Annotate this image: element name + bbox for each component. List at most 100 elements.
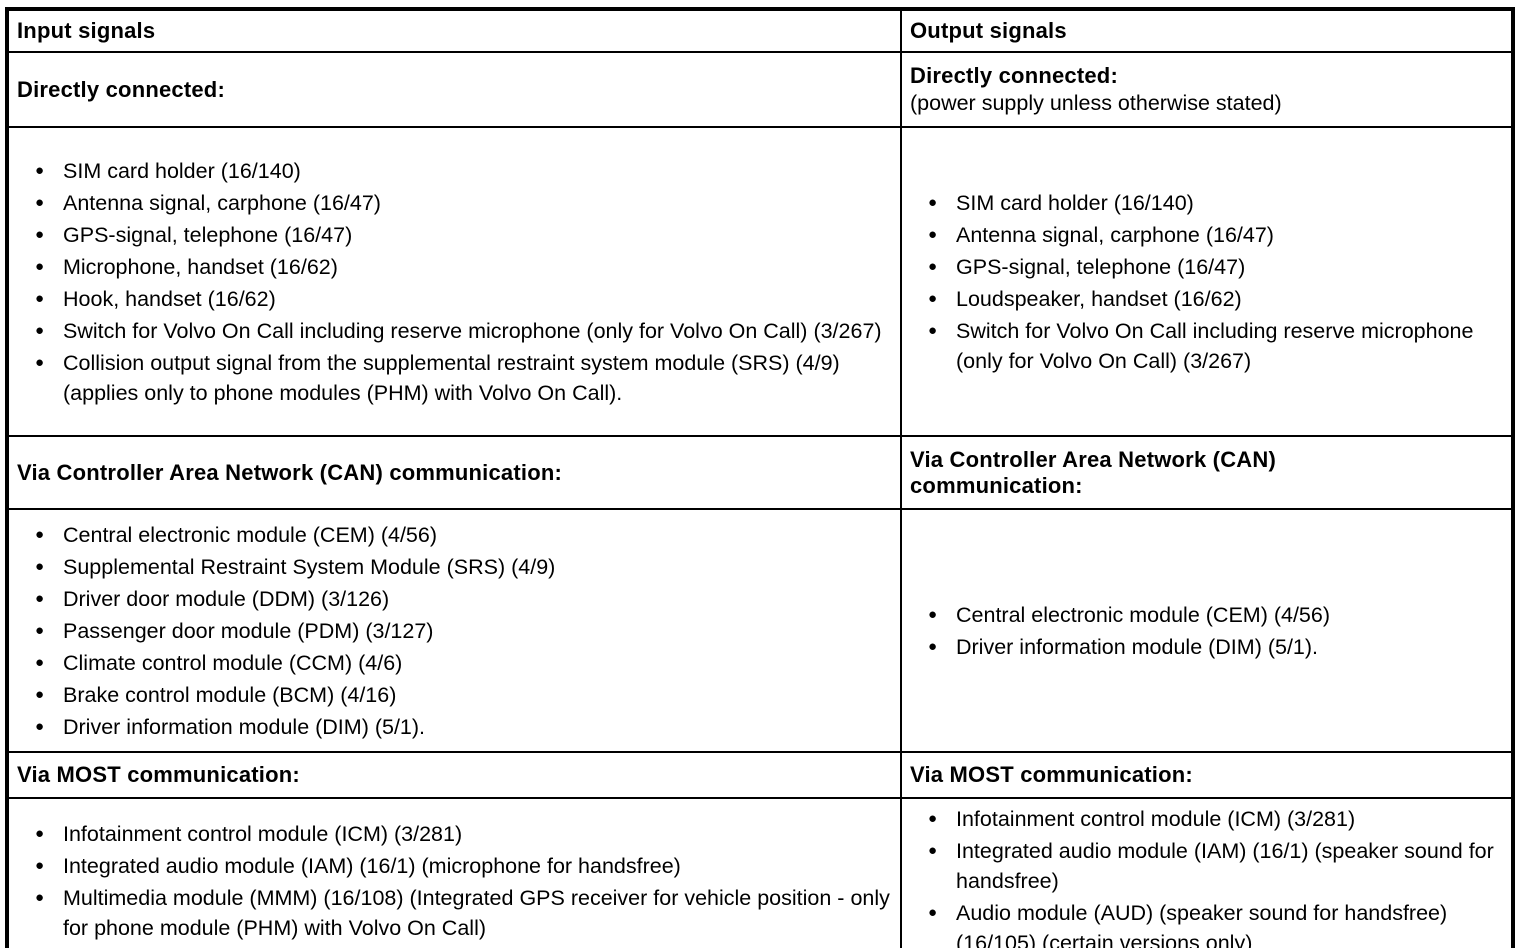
list-item-text: Central electronic module (CEM) (4/56) [956,602,1330,627]
input-most-header-cell: Via MOST communication: [6,751,902,799]
list-item-text: Microphone, handset (16/62) [63,254,338,279]
list-item: ● Integrated audio module (IAM) (16/1) (… [928,836,1505,896]
bullet-icon: ● [928,193,938,211]
bullet-icon: ● [35,525,45,543]
list-item-text: Driver information module (DIM) (5/1). [956,634,1319,659]
bullet-icon: ● [35,889,45,906]
output-can-items-cell: ● Central electronic module (CEM) (4/56)… [900,508,1514,753]
list-item: ● Audio module (AUD) (speaker sound for … [928,898,1505,948]
list-item-text: Hook, handset (16/62) [63,286,276,311]
bullet-icon: ● [35,557,45,575]
output-directly-connected-subtitle: (power supply unless otherwise stated) [910,91,1282,115]
list-item-text: GPS-signal, telephone (16/47) [63,222,353,247]
list-item: ● Integrated audio module (IAM) (16/1) (… [35,851,894,881]
bullet-icon: ● [35,289,45,307]
input-can-items-cell: ● Central electronic module (CEM) (4/56)… [6,508,902,753]
directly-connected-title-row: Directly connected: Directly connected: … [6,51,1514,128]
bullet-icon: ● [35,857,45,874]
list-item: ● Central electronic module (CEM) (4/56) [928,600,1505,630]
bullet-icon: ● [35,225,45,243]
bullet-icon: ● [928,289,938,307]
list-item: ● Multimedia module (MMM) (16/108) (Inte… [35,883,894,943]
list-item: ● Collision output signal from the suppl… [35,348,894,408]
input-can-title: Via Controller Area Network (CAN) commun… [17,459,563,485]
list-item-text: Climate control module (CCM) (4/6) [63,650,403,675]
input-directly-connected-cell: Directly connected: [6,51,902,128]
input-can-header-cell: Via Controller Area Network (CAN) commun… [6,435,902,510]
input-can-items-list: ● Central electronic module (CEM) (4/56)… [17,520,894,742]
output-most-header-cell: Via MOST communication: [900,751,1514,799]
table-header-row: Input signals Output signals [6,8,1514,53]
output-most-items-cell: ● Infotainment control module (ICM) (3/2… [900,797,1514,948]
list-item: ● Switch for Volvo On Call including res… [35,316,894,346]
output-directly-connected-title: Directly connected: [910,63,1118,88]
list-item-text: Loudspeaker, handset (16/62) [956,286,1242,311]
list-item-text: Infotainment control module (ICM) (3/281… [956,807,1356,831]
list-item-text: Audio module (AUD) (speaker sound for ha… [956,901,1448,948]
list-item: ● Climate control module (CCM) (4/6) [35,648,894,678]
bullet-icon: ● [928,637,938,655]
list-item: ● GPS-signal, telephone (16/47) [35,220,894,250]
bullet-icon: ● [928,842,938,859]
list-item: ● GPS-signal, telephone (16/47) [928,252,1505,282]
input-directly-connected-title: Directly connected: [17,76,225,102]
bullet-icon: ● [35,353,45,371]
list-item: ● Hook, handset (16/62) [35,284,894,314]
list-item: ● Central electronic module (CEM) (4/56) [35,520,894,550]
bullet-icon: ● [35,589,45,607]
list-item-text: GPS-signal, telephone (16/47) [956,254,1246,279]
list-item-text: Passenger door module (PDM) (3/127) [63,618,434,643]
bullet-icon: ● [35,257,45,275]
input-signals-header: Input signals [17,18,156,43]
input-most-items-list: ● Infotainment control module (ICM) (3/2… [17,819,894,943]
bullet-icon: ● [928,810,938,827]
list-item: ● Infotainment control module (ICM) (3/2… [928,804,1505,834]
list-item-text: Driver information module (DIM) (5/1). [63,714,426,739]
list-item: ● Passenger door module (PDM) (3/127) [35,616,894,646]
input-direct-items-cell: ● SIM card holder (16/140) ● Antenna sig… [6,126,902,437]
bullet-icon: ● [35,193,45,211]
list-item: ● Antenna signal, carphone (16/47) [928,220,1505,250]
list-item-text: Brake control module (BCM) (4/16) [63,682,397,707]
output-can-header-cell: Via Controller Area Network (CAN) commun… [900,435,1514,510]
bullet-icon: ● [35,825,45,842]
list-item-text: Driver door module (DDM) (3/126) [63,586,390,611]
most-items-row: ● Infotainment control module (ICM) (3/2… [6,797,1514,948]
output-most-title: Via MOST communication: [910,762,1193,787]
list-item: ● Antenna signal, carphone (16/47) [35,188,894,218]
list-item: ● Infotainment control module (ICM) (3/2… [35,819,894,849]
list-item-text: Supplemental Restraint System Module (SR… [63,554,556,579]
can-items-row: ● Central electronic module (CEM) (4/56)… [6,508,1514,753]
list-item: ● SIM card holder (16/140) [35,156,894,186]
list-item-text: Collision output signal from the supplem… [63,350,840,405]
input-most-title: Via MOST communication: [17,762,300,787]
list-item: ● Driver door module (DDM) (3/126) [35,584,894,614]
list-item-text: Central electronic module (CEM) (4/56) [63,522,437,547]
bullet-icon: ● [35,685,45,703]
output-direct-items-list: ● SIM card holder (16/140) ● Antenna sig… [910,188,1505,376]
bullet-icon: ● [35,717,45,735]
list-item: ● Brake control module (BCM) (4/16) [35,680,894,710]
list-item-text: Switch for Volvo On Call including reser… [956,318,1474,373]
output-signals-header-cell: Output signals [900,8,1514,53]
list-item-text: Infotainment control module (ICM) (3/281… [63,822,463,846]
bullet-icon: ● [928,605,938,623]
list-item: ● Driver information module (DIM) (5/1). [928,632,1505,662]
input-most-items-cell: ● Infotainment control module (ICM) (3/2… [6,797,902,948]
list-item: ● Driver information module (DIM) (5/1). [35,712,894,742]
list-item-text: SIM card holder (16/140) [63,158,301,183]
list-item-text: Switch for Volvo On Call including reser… [63,318,882,343]
can-title-row: Via Controller Area Network (CAN) commun… [6,435,1514,510]
output-direct-items-cell: ● SIM card holder (16/140) ● Antenna sig… [900,126,1514,437]
list-item-text: Integrated audio module (IAM) (16/1) (mi… [63,854,681,878]
bullet-icon: ● [35,161,45,179]
most-title-row: Via MOST communication: Via MOST communi… [6,751,1514,799]
bullet-icon: ● [35,653,45,671]
output-signals-header: Output signals [910,18,1067,43]
list-item-text: Antenna signal, carphone (16/47) [63,190,381,215]
list-item: ● Supplemental Restraint System Module (… [35,552,894,582]
input-direct-items-list: ● SIM card holder (16/140) ● Antenna sig… [17,156,894,408]
bullet-icon: ● [928,904,938,921]
list-item: ● SIM card holder (16/140) [928,188,1505,218]
list-item: ● Microphone, handset (16/62) [35,252,894,282]
